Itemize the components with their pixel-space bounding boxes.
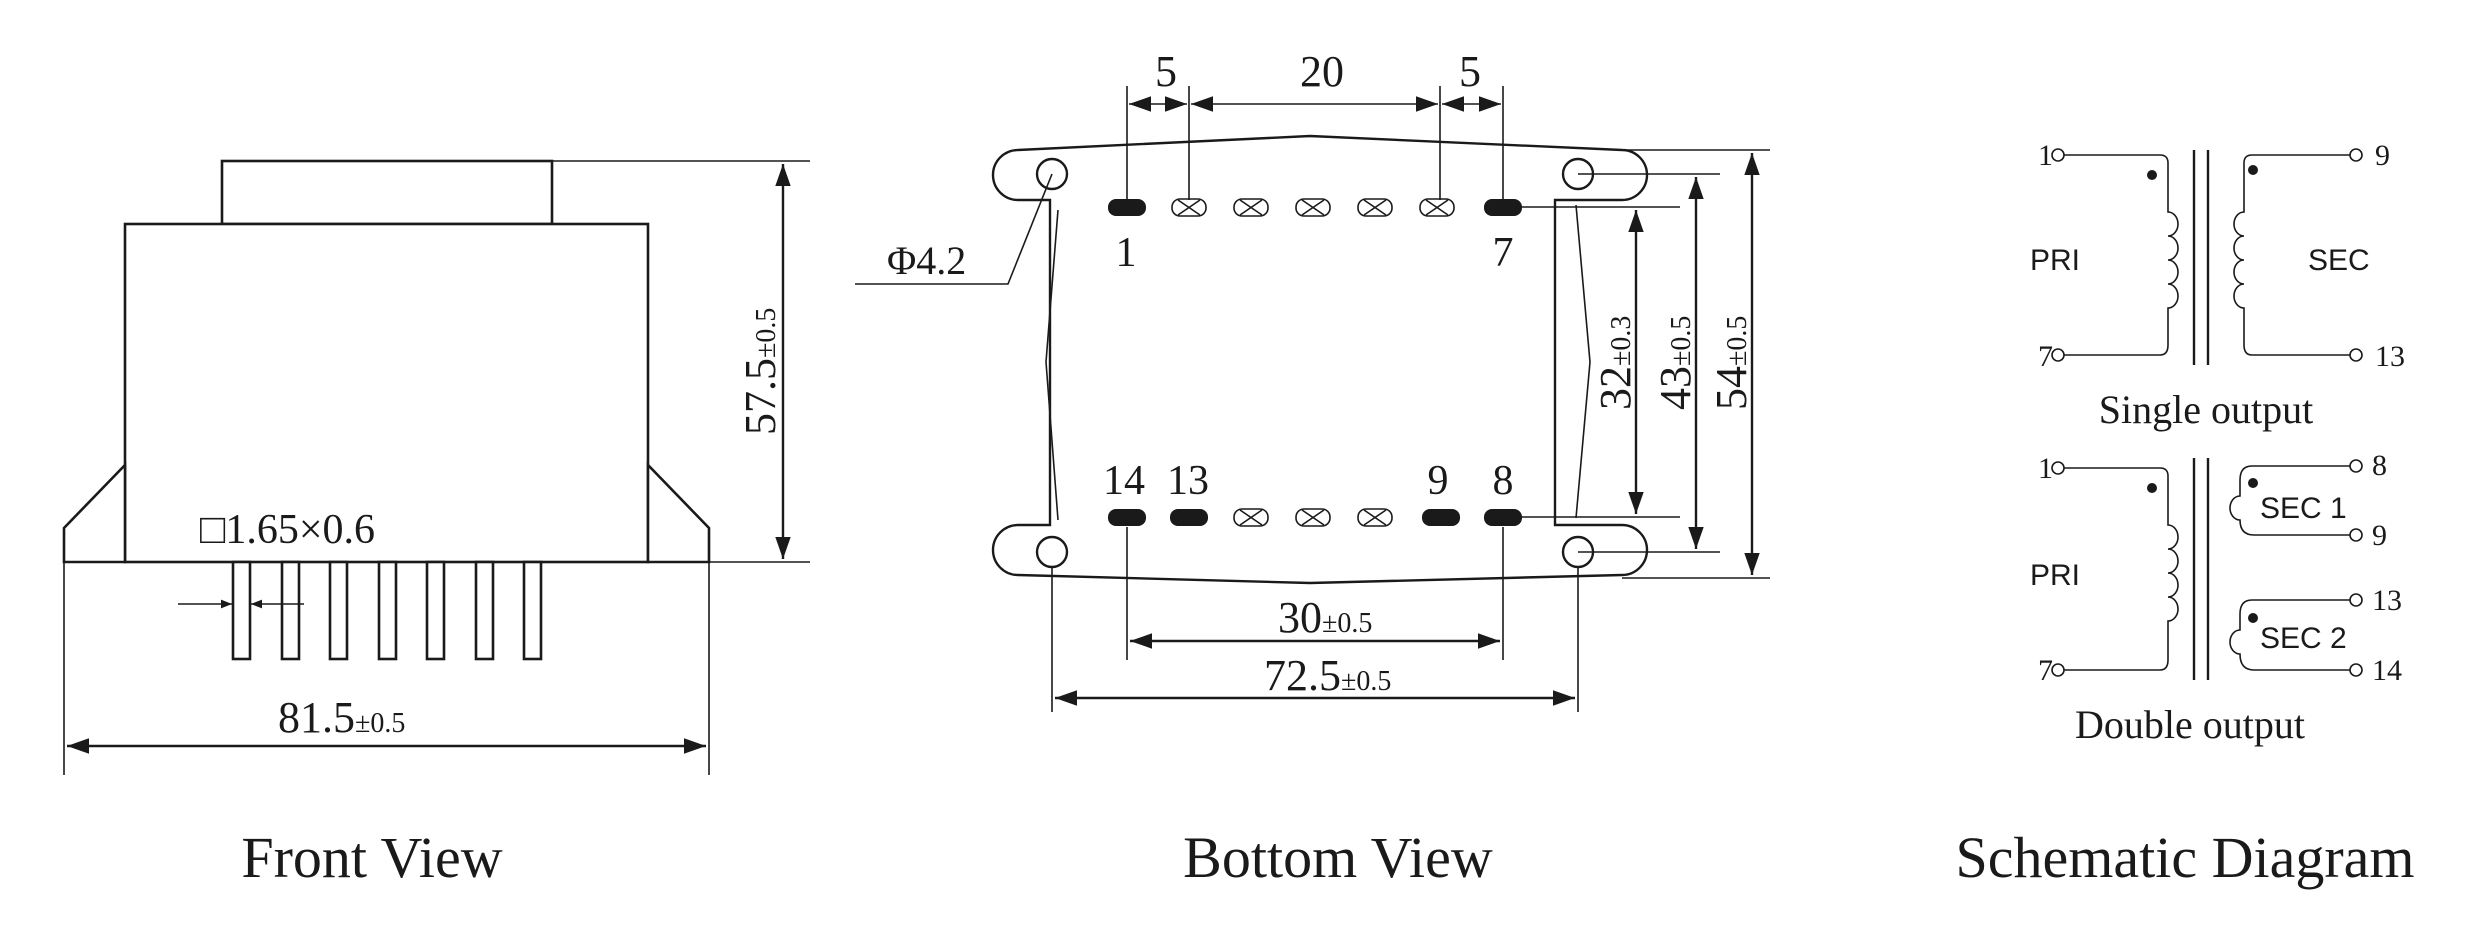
double-sec2-label: SEC 2 [2260,622,2347,655]
schematic-double: 1 7 8 9 13 14 PRI SEC 1 SEC 2 Double out… [2030,449,2402,747]
bottom-frame [991,134,1649,585]
top-dim-20: 20 [1300,47,1344,96]
front-pins [231,560,543,661]
top-dim-5-right: 5 [1459,47,1481,96]
bottom-view-caption: Bottom View [1183,825,1493,890]
front-left-flange [62,461,127,564]
dim-54: 54±0.5 [1707,316,1756,410]
pin-label-8: 8 [1493,458,1514,504]
double-pin-9: 9 [2372,519,2387,552]
double-pin-13: 13 [2372,584,2402,617]
top-dim-5-left: 5 [1155,47,1177,96]
single-pin-7: 7 [2038,340,2053,373]
bottom-view: Φ4.2 1 7 14 [855,47,1770,890]
double-pin-1: 1 [2038,452,2053,485]
double-output-title: Double output [2075,702,2305,747]
pin-label-13: 13 [1167,458,1209,504]
single-output-title: Single output [2099,387,2313,432]
double-pin-7: 7 [2038,654,2053,687]
pin-label-14: 14 [1103,458,1145,504]
front-body [123,222,650,564]
mount-hole-bl [1035,535,1069,569]
double-sec1-label: SEC 1 [2260,492,2347,525]
hole-diameter-label: Φ4.2 [887,238,966,283]
bottom-top-pins [1108,198,1522,217]
schematic-diagram: 1 7 9 13 PRI SEC Single output [1956,139,2415,890]
single-pin-1: 1 [2038,139,2053,172]
front-top-cap [220,159,554,226]
pin-size-label: □1.65×0.6 [200,507,375,553]
front-view-caption: Front View [241,825,502,890]
front-right-flange [646,461,711,564]
dim-30: 30±0.5 [1278,593,1372,642]
double-pin-14: 14 [2372,654,2402,687]
single-pin-9: 9 [2375,139,2390,172]
mount-hole-tl [1035,157,1069,191]
single-pri-label: PRI [2030,244,2080,277]
schematic-single: 1 7 9 13 PRI SEC Single output [2030,139,2405,432]
pin-label-1: 1 [1116,230,1137,276]
dim-32: 32±0.3 [1591,316,1640,410]
double-pin-8: 8 [2372,449,2387,482]
front-width-dim: 81.5±0.5 [278,693,405,742]
front-view: □1.65×0.6 57.5±0.5 81.5±0.5 Front View [62,159,810,890]
schematic-caption: Schematic Diagram [1956,825,2415,890]
single-pin-13: 13 [2375,340,2405,373]
dim-72-5: 72.5±0.5 [1264,651,1391,700]
bottom-bottom-pins [1108,508,1522,527]
front-height-dim: 57.5±0.5 [736,308,785,435]
single-sec-label: SEC [2308,244,2370,277]
pin-label-7: 7 [1493,230,1514,276]
dim-43: 43±0.5 [1651,316,1700,410]
double-pri-label: PRI [2030,559,2080,592]
pin-label-9: 9 [1428,458,1449,504]
